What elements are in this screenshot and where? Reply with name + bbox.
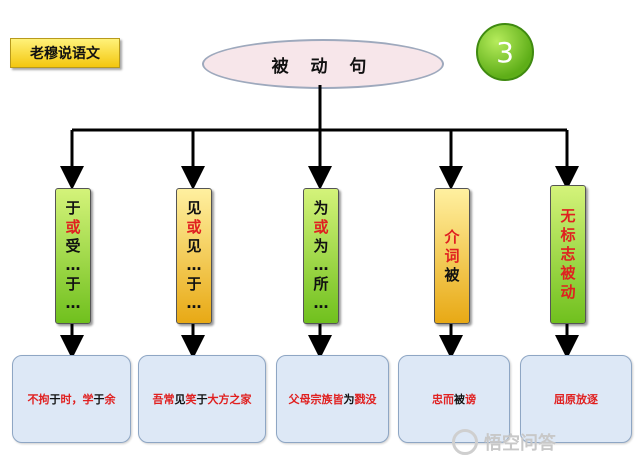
pillar-char: 被 (444, 265, 460, 284)
example-box-3: 父母宗族皆为戮没 (276, 355, 389, 443)
example-segment: 于 (196, 393, 208, 406)
example-segment: 不拘 (27, 393, 50, 406)
pillar-char: 于 (65, 275, 81, 293)
pillar-char: 于 (186, 275, 202, 293)
example-segment: 于 (93, 393, 105, 406)
author-tag: 老穆说语文 (10, 38, 120, 68)
example-box-1: 不拘于时，学于余 (12, 355, 131, 443)
pillar-char: … (186, 294, 202, 312)
pillar-char: 无 (560, 207, 576, 225)
example-segment: 为 (343, 393, 355, 406)
pillar-wei-suo: 为或为…所… (303, 188, 339, 324)
pillar-char: 为 (313, 199, 329, 217)
example-segment: 谤 (465, 393, 476, 406)
pillar-wu-biaozhi: 无标志被动 (550, 185, 586, 324)
pillar-char: … (313, 294, 329, 312)
pillar-char: 标 (560, 226, 576, 244)
example-segment: 见 (174, 393, 186, 406)
example-segment: 笑 (185, 393, 197, 406)
pillar-char: … (65, 256, 81, 274)
number-badge: 3 (476, 23, 534, 81)
pillar-char: 或 (65, 218, 81, 236)
pillar-char: … (313, 256, 329, 274)
watermark: 悟空问答 (452, 424, 638, 460)
example-segment: 父母宗族皆 (288, 393, 344, 406)
watermark-text: 悟空问答 (484, 433, 556, 454)
example-segment: 大方之家 (207, 393, 252, 406)
pillar-char: 所 (313, 275, 329, 293)
example-segment: 时，学 (60, 393, 94, 406)
pillar-char: 受 (65, 237, 81, 255)
example-segment: 忠而 (432, 393, 454, 406)
pillar-jian-yu: 见或见…于… (176, 188, 212, 324)
example-segment: 被 (454, 393, 465, 406)
pillar-char: 见 (186, 237, 202, 255)
pillar-char: 词 (444, 246, 460, 265)
pillar-char: 于 (65, 199, 81, 217)
diagram-title: 被 动 句 (202, 39, 444, 89)
pillar-char: 动 (560, 283, 576, 301)
pillar-jieci-bei: 介词被 (434, 188, 470, 324)
pillar-yu-shou: 于或受…于… (55, 188, 91, 324)
example-segment: 余 (104, 393, 116, 406)
example-segment: 屈原放逐 (554, 393, 598, 406)
pillar-char: 或 (186, 218, 202, 236)
example-segment: 于 (49, 393, 61, 406)
example-box-2: 吾常见笑于大方之家 (138, 355, 266, 443)
pillar-char: … (186, 256, 202, 274)
pillar-char: 为 (313, 237, 329, 255)
pillar-char: 志 (560, 245, 576, 263)
pillar-char: 见 (186, 199, 202, 217)
example-box-5: 屈原放逐 (520, 355, 632, 443)
pillar-char: 或 (313, 218, 329, 236)
watermark-logo-icon (452, 429, 478, 455)
pillar-char: … (65, 294, 81, 312)
example-box-4: 忠而被谤 (398, 355, 510, 443)
example-segment: 戮没 (354, 393, 377, 406)
pillar-char: 介 (444, 227, 460, 246)
example-segment: 吾常 (152, 393, 175, 406)
pillar-char: 被 (560, 264, 576, 282)
